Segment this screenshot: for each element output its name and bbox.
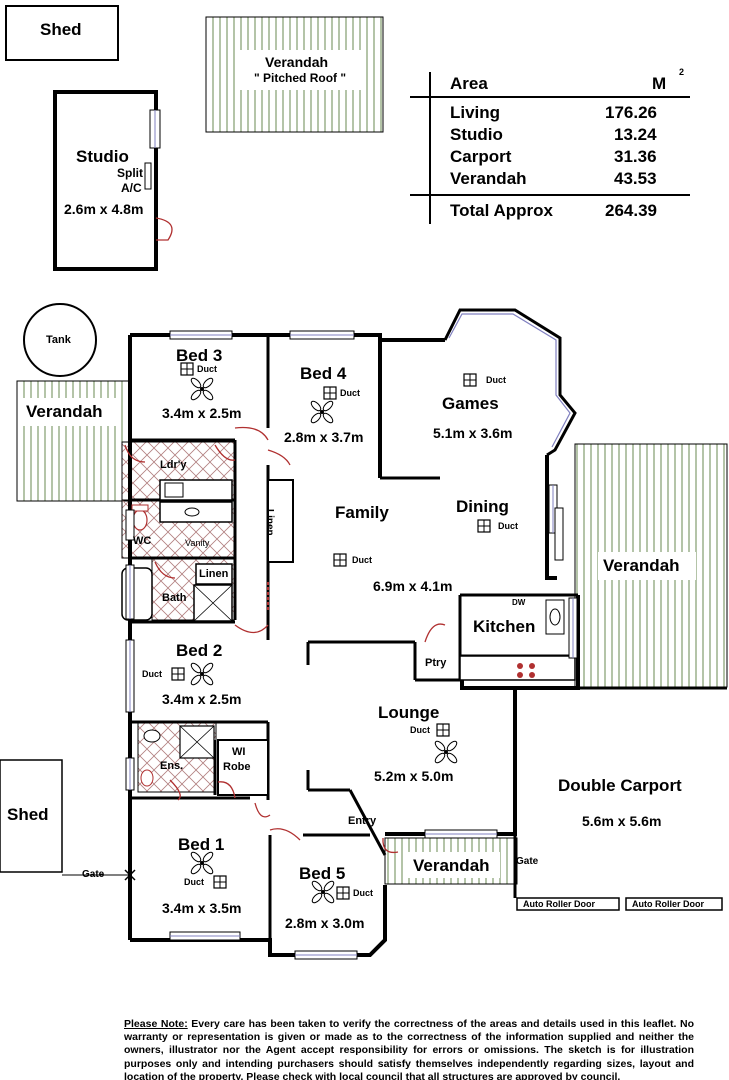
area-row-living-name: Living (450, 103, 501, 122)
area-header-unit: M (652, 74, 667, 93)
family-duct-icon (333, 553, 347, 567)
games-duct-icon (463, 373, 477, 387)
games-duct-label: Duct (486, 375, 506, 385)
verandah-left-label: Verandah (26, 402, 103, 421)
area-total-label: Total Approx (450, 201, 553, 220)
bed1-duct-label: Duct (184, 877, 204, 887)
dining-duct-label: Duct (498, 521, 518, 531)
area-row-verandah-name: Verandah (450, 169, 527, 188)
shed-left-outline (0, 759, 63, 873)
roller-door-2-label: Auto Roller Door (632, 899, 704, 909)
area-row-carport-value: 31.36 (614, 147, 657, 166)
bath-label: Bath (162, 592, 187, 604)
bed1-duct-icon (213, 875, 227, 889)
pantry-label: Ptry (425, 657, 447, 669)
disclaimer-body: Every care has been taken to verify the … (124, 1018, 695, 1080)
studio-ac-line1: Split (117, 166, 143, 180)
area-header-label: Area (450, 74, 488, 93)
family-duct-label: Duct (352, 555, 372, 565)
bed4-dimensions: 2.8m x 3.7m (284, 429, 364, 445)
area-row-studio-name: Studio (450, 125, 503, 144)
roller-door-1-label: Auto Roller Door (523, 899, 595, 909)
ensuite-label: Ens. (160, 760, 184, 772)
verandah-top-label: Verandah (265, 54, 329, 70)
verandah-right-label: Verandah (603, 556, 680, 575)
bed5-duct-icon (336, 886, 350, 900)
bed5-dimensions: 2.8m x 3.0m (285, 915, 365, 931)
area-row-carport-name: Carport (450, 147, 512, 166)
bed1-label: Bed 1 (178, 835, 225, 854)
bed4-duct-icon (323, 386, 337, 400)
bed2-duct-label: Duct (142, 669, 162, 679)
area-total-value: 264.39 (605, 201, 657, 220)
games-dimensions: 5.1m x 3.6m (433, 425, 513, 441)
lounge-dimensions: 5.2m x 5.0m (374, 768, 454, 784)
area-row-studio-value: 13.24 (614, 125, 657, 144)
wc-label: WC (133, 535, 152, 547)
entry-label: Entry (348, 815, 377, 827)
carport-dimensions: 5.6m x 5.6m (582, 813, 662, 829)
bed2-fan-icon (189, 661, 215, 687)
games-label: Games (442, 394, 499, 413)
area-row-living-value: 176.26 (605, 103, 657, 122)
family-label: Family (335, 503, 389, 522)
lounge-duct-icon (436, 723, 450, 737)
bed4-label: Bed 4 (300, 364, 347, 383)
bed3-dimensions: 3.4m x 2.5m (162, 405, 242, 421)
disclaimer-note: Please Note: Every care has been taken t… (124, 1018, 694, 1080)
dishwasher-label: DW (512, 598, 526, 607)
bed1-dimensions: 3.4m x 3.5m (162, 900, 242, 916)
studio-label: Studio (76, 147, 129, 166)
linen-hall-label: Linen (264, 509, 275, 536)
shed-left-label: Shed (7, 805, 49, 824)
studio-dimensions: 2.6m x 4.8m (64, 201, 144, 217)
lounge-fan-icon (433, 739, 459, 765)
area-header-unit-superscript: 2 (679, 67, 685, 77)
bed3-label: Bed 3 (176, 346, 223, 365)
tank-label: Tank (46, 334, 71, 346)
bed4-duct-label: Duct (340, 388, 360, 398)
dining-duct-icon (477, 519, 491, 533)
wi-robe-label-line1: WI (232, 746, 246, 758)
verandah-front-label: Verandah (413, 856, 490, 875)
bed5-label: Bed 5 (299, 864, 346, 883)
area-row-verandah-value: 43.53 (614, 169, 657, 188)
shed-top-label: Shed (40, 20, 82, 39)
gate-right-label: Gate (516, 856, 539, 867)
dining-label: Dining (456, 497, 509, 516)
double-carport-label: Double Carport (558, 776, 682, 795)
bed3-fan-icon (189, 376, 215, 402)
linen-bath-label: Linen (199, 568, 229, 580)
kitchen-label: Kitchen (473, 617, 536, 636)
bed2-label: Bed 2 (176, 641, 223, 660)
door-swings (124, 426, 446, 854)
laundry-label: Ldr'y (160, 459, 187, 471)
wi-robe-label-line2: Robe (223, 761, 251, 773)
bed3-duct-label: Duct (197, 364, 217, 374)
bed4-fan-icon (309, 399, 335, 425)
lounge-duct-label: Duct (410, 725, 430, 735)
carport-outline (513, 686, 727, 898)
studio-ac-line2: A/C (121, 181, 142, 195)
bed5-duct-label: Duct (353, 888, 373, 898)
family-dimensions: 6.9m x 4.1m (373, 578, 453, 594)
studio-outline (53, 90, 158, 271)
disclaimer-heading: Please Note: (124, 1018, 188, 1030)
tank-circle (23, 303, 97, 377)
bed2-dimensions: 3.4m x 2.5m (162, 691, 242, 707)
vanity-label: Vanity (185, 538, 210, 548)
gate-left-label: Gate (82, 869, 105, 880)
verandah-top-sublabel: " Pitched Roof " (254, 71, 347, 85)
bed2-duct-icon (171, 667, 185, 681)
shed-top-outline (5, 5, 119, 61)
lounge-label: Lounge (378, 703, 440, 722)
